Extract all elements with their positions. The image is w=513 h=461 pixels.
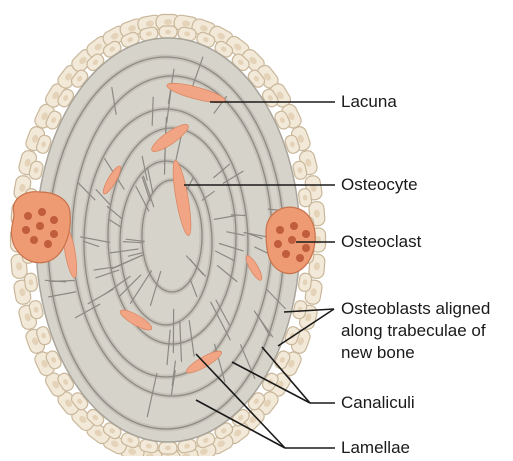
osteoclast-right bbox=[266, 207, 315, 273]
bone-matrix bbox=[36, 38, 300, 442]
label-lacuna: Lacuna bbox=[341, 92, 397, 112]
label-osteocyte: Osteocyte bbox=[341, 175, 418, 195]
label-lamellae: Lamellae bbox=[341, 438, 410, 458]
label-osteoblasts-line2: along trabeculae of bbox=[341, 321, 486, 341]
label-canaliculi: Canaliculi bbox=[341, 393, 415, 413]
label-osteoclast: Osteoclast bbox=[341, 232, 421, 252]
label-osteoblasts-line3: new bone bbox=[341, 343, 415, 363]
label-osteoblasts-line1: Osteoblasts aligned bbox=[341, 299, 490, 319]
